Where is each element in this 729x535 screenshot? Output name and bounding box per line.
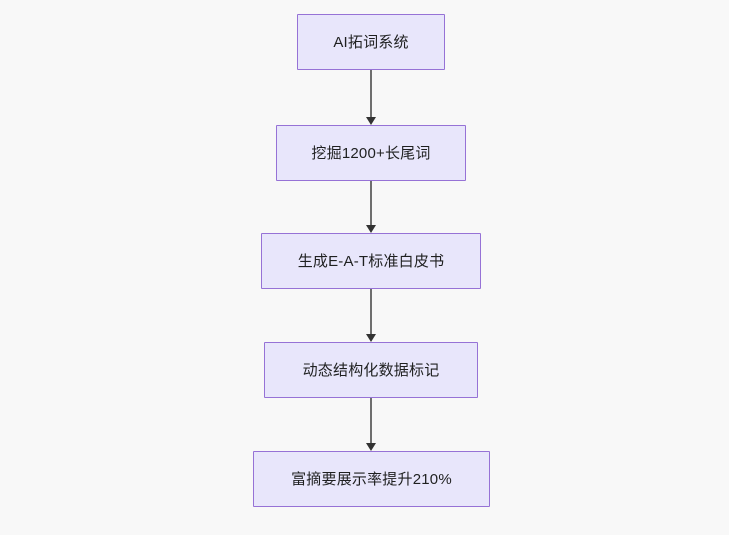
edge-line <box>370 181 372 225</box>
flow-node-ai-keyword-system[interactable]: AI拓词系统 <box>297 14 445 70</box>
flow-node-generate-eat-whitepaper[interactable]: 生成E-A-T标准白皮书 <box>261 233 481 289</box>
edge-line <box>370 70 372 117</box>
edge-line <box>370 289 372 334</box>
flow-node-label: 挖掘1200+长尾词 <box>311 144 431 162</box>
edge-line <box>370 398 372 443</box>
flow-node-label: 富摘要展示率提升210% <box>291 470 452 488</box>
arrowhead-icon <box>366 334 376 342</box>
flow-node-rich-snippet-impression-lift[interactable]: 富摘要展示率提升210% <box>253 451 490 507</box>
flow-node-label: AI拓词系统 <box>333 33 409 51</box>
flow-node-label: 动态结构化数据标记 <box>302 361 440 379</box>
arrowhead-icon <box>366 225 376 233</box>
flow-node-mine-longtail-keywords[interactable]: 挖掘1200+长尾词 <box>276 125 466 181</box>
arrowhead-icon <box>366 443 376 451</box>
flow-node-label: 生成E-A-T标准白皮书 <box>297 252 445 270</box>
arrowhead-icon <box>366 117 376 125</box>
flow-node-dynamic-structured-data-markup[interactable]: 动态结构化数据标记 <box>264 342 478 398</box>
